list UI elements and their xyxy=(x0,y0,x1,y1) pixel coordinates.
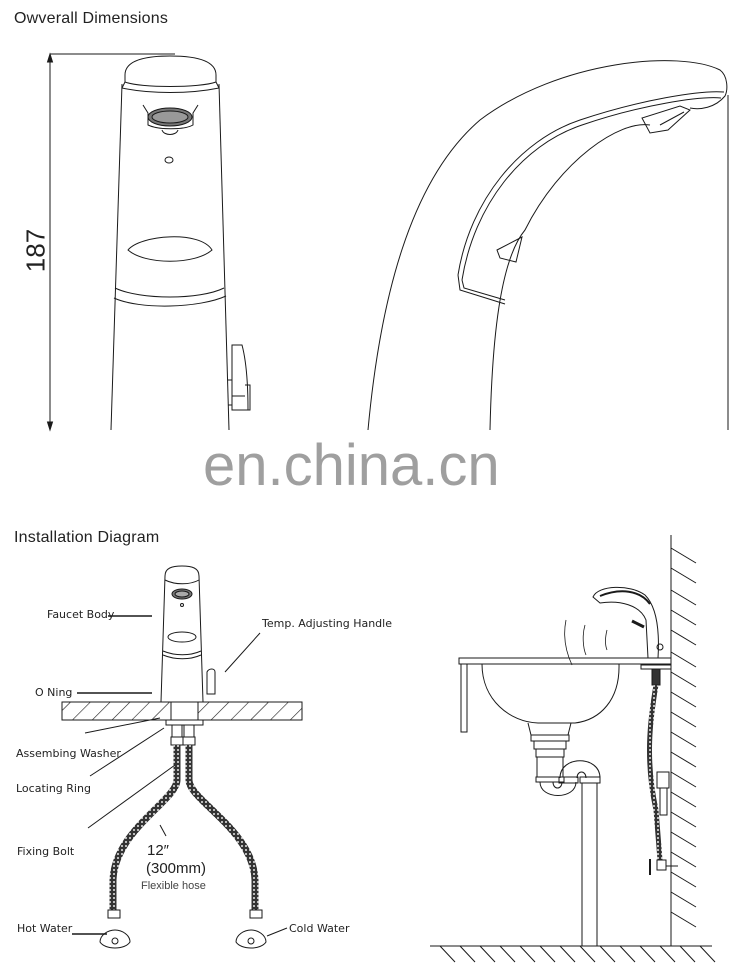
hot-hose xyxy=(109,745,181,910)
label-cold-water: Cold Water xyxy=(289,922,350,935)
faucet-front-view xyxy=(110,55,251,431)
sink-faucet xyxy=(592,586,659,659)
supply-hose xyxy=(646,684,663,861)
wall-hatch xyxy=(670,547,697,928)
faucet-body xyxy=(160,565,204,703)
floor-hatch xyxy=(439,945,716,963)
label-hot-water: Hot Water xyxy=(17,922,73,935)
counter-leg xyxy=(460,663,468,733)
dimensions-title: Owverall Dimensions xyxy=(14,10,169,27)
sink-counter xyxy=(458,657,672,665)
installation-title: Installation Diagram xyxy=(14,529,160,546)
label-faucet-body: Faucet Body xyxy=(47,608,115,621)
watermark: en.china.cn xyxy=(203,433,500,498)
cold-valve xyxy=(235,929,267,949)
hose-length-mm: (300mm) xyxy=(146,860,207,877)
label-o-ring: O Ning xyxy=(35,686,73,699)
label-fixing-bolt: Fixing Bolt xyxy=(17,845,75,858)
faucet-side-view xyxy=(367,60,729,431)
cold-hose xyxy=(185,745,259,910)
label-locating-ring: Locating Ring xyxy=(16,782,91,795)
temp-handle-shape xyxy=(206,668,216,695)
basin xyxy=(481,663,620,724)
hose-length-inches: 12″ xyxy=(147,842,169,859)
label-assembling-washer: Assembing Washer xyxy=(16,747,121,760)
hose-caption: Flexible hose xyxy=(141,880,206,892)
label-temp-adjusting-handle: Temp. Adjusting Handle xyxy=(262,617,392,630)
